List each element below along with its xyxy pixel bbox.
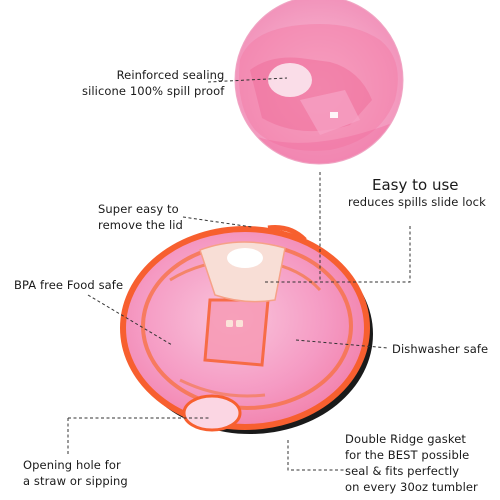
callout-line: BPA free Food safe [14, 278, 124, 292]
callout-bpa-free: BPA free Food safe [14, 277, 123, 293]
tumbler-lid [120, 225, 373, 434]
callout-line: seal & fits perfectly [345, 464, 460, 478]
callout-opening-hole: Opening hole for a straw or sipping [23, 457, 128, 489]
callout-easy-remove: Super easy to remove the lid [98, 201, 183, 233]
callout-line: on every 30oz tumbler [345, 480, 478, 494]
callout-line: for the BEST possible [345, 448, 470, 462]
zoom-detail-circle [234, 0, 404, 165]
callout-double-ridge-gasket: Double Ridge gasket for the BEST possibl… [345, 431, 478, 495]
callout-reinforced-sealing: Reinforced sealing silicone 100% spill p… [82, 67, 224, 99]
callout-easy-to-use-title: Easy to use [372, 176, 459, 194]
callout-line: remove the lid [98, 218, 183, 232]
callout-line: silicone 100% spill proof [82, 84, 225, 98]
callout-line: Double Ridge gasket [345, 432, 466, 446]
callout-line: Reinforced sealing [116, 68, 225, 82]
callout-easy-to-use-subtitle: reduces spills slide lock [348, 195, 486, 209]
callout-line: Dishwasher safe [392, 342, 489, 356]
callout-line: Opening hole for [23, 458, 121, 472]
callout-line: Super easy to [98, 202, 179, 216]
leader-lines [67, 77, 411, 471]
callout-line: a straw or sipping [23, 474, 128, 488]
callout-dishwasher-safe: Dishwasher safe [392, 341, 488, 357]
